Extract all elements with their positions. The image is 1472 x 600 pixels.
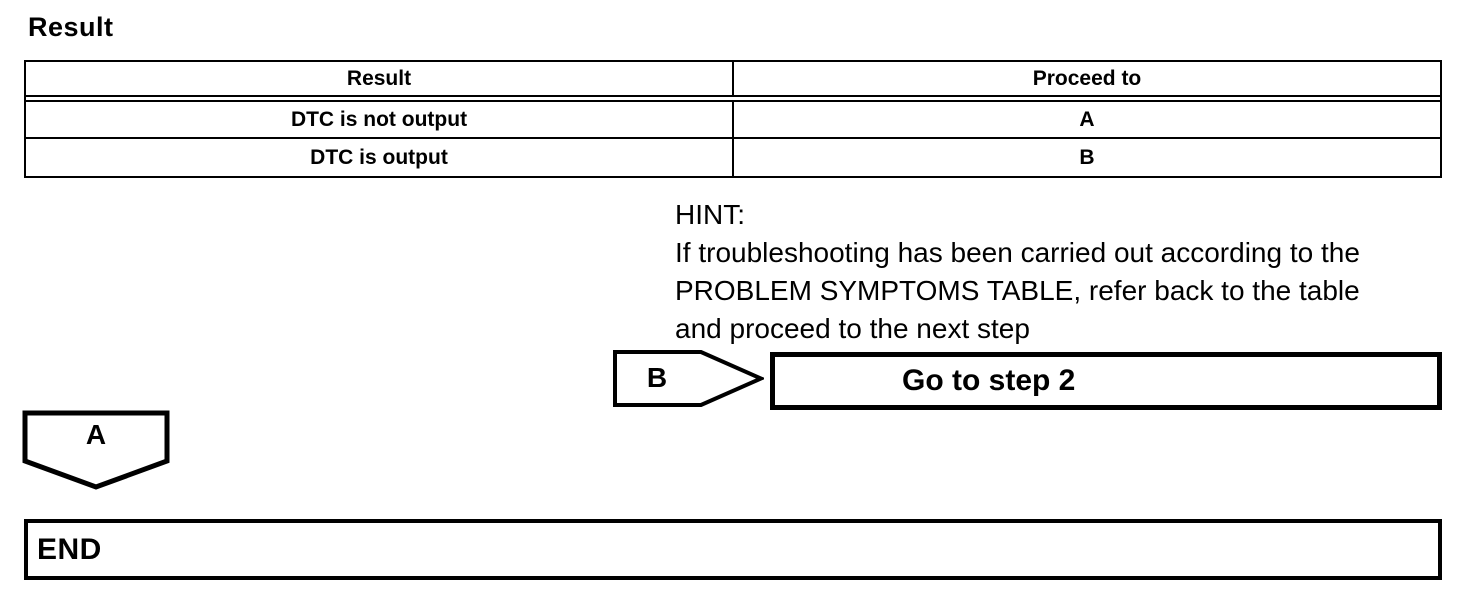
result-cell: DTC is output	[26, 139, 734, 176]
hint-line: PROBLEM SYMPTOMS TABLE, refer back to th…	[675, 275, 1360, 306]
hint-line: If troubleshooting has been carried out …	[675, 237, 1360, 268]
proceed-to-cell: A	[1079, 107, 1095, 131]
table-header-row: Result Proceed to	[26, 62, 1440, 102]
go-to-step-box: Go to step 2	[770, 352, 1442, 410]
go-to-step-label: Go to step 2	[902, 364, 1076, 397]
connector-a-label: A	[85, 419, 107, 450]
connector-b: B	[612, 349, 764, 408]
table-header-proceed-to: Proceed to	[1032, 66, 1142, 90]
proceed-to-cell: B	[1079, 145, 1095, 169]
connector-b-label: B	[646, 361, 668, 393]
result-table: Result Proceed to DTC is not output A DT…	[24, 60, 1442, 178]
table-row: DTC is output B	[26, 139, 1440, 176]
connector-a-arrow-shape	[22, 410, 170, 490]
table-header-result: Result	[26, 62, 734, 95]
hint-line: and proceed to the next step	[675, 313, 1030, 344]
result-cell: DTC is not output	[26, 102, 734, 137]
connector-b-arrow-shape	[613, 350, 764, 407]
hint-block: HINT: If troubleshooting has been carrie…	[675, 196, 1360, 348]
connector-a: A	[22, 410, 170, 490]
end-label: END	[37, 532, 102, 566]
table-row: DTC is not output A	[26, 102, 1440, 139]
page-title: Result	[28, 12, 114, 42]
end-box: END	[24, 519, 1442, 580]
hint-label: HINT:	[675, 199, 745, 230]
